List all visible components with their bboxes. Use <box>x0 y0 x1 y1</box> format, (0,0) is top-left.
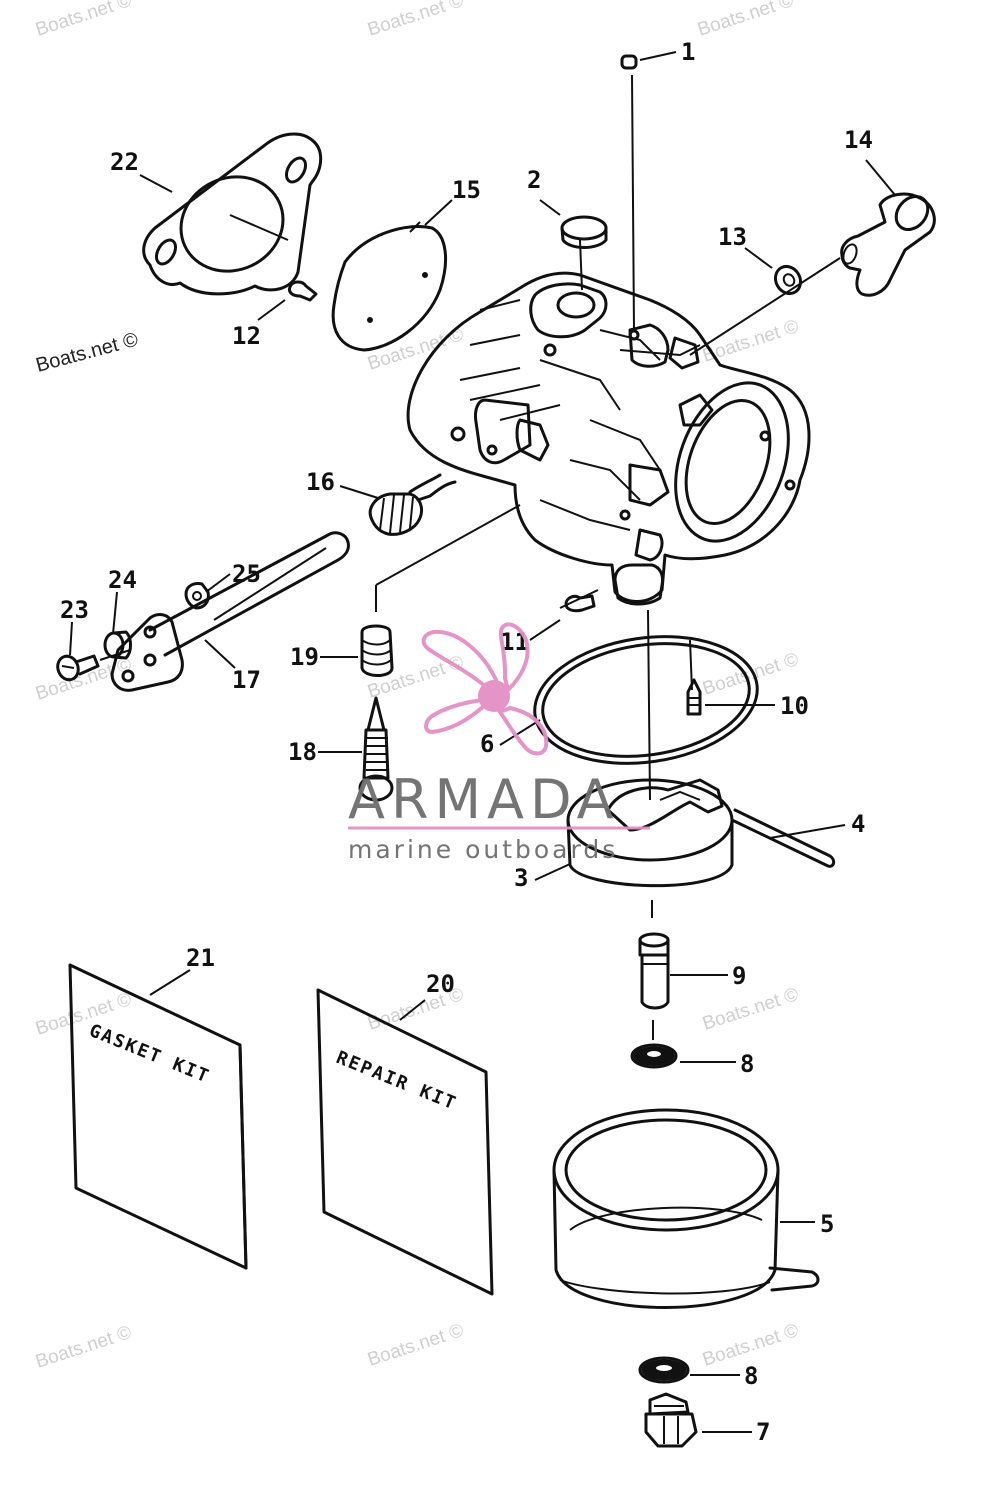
brand-name: ARMADA <box>348 768 620 831</box>
washer-8-lower <box>638 1356 690 1384</box>
callout-9: 9 <box>732 962 746 990</box>
callout-2: 2 <box>527 166 541 194</box>
callout-25: 25 <box>232 560 261 588</box>
callout-23: 23 <box>60 596 89 624</box>
assembly-line <box>213 547 327 621</box>
leader-lines <box>69 51 896 1433</box>
screw-23 <box>56 654 100 682</box>
watermark: Boats.net © <box>365 0 466 41</box>
nut-25 <box>184 582 210 610</box>
assembly-line <box>99 649 131 661</box>
callout-4: 4 <box>851 810 865 838</box>
float-bowl-5 <box>552 1108 820 1309</box>
callout-10: 10 <box>780 692 809 720</box>
callout-20: 20 <box>426 970 455 998</box>
needle-valve-10 <box>686 678 702 716</box>
callout-7: 7 <box>756 1418 770 1446</box>
fuel-fitting-14 <box>840 192 936 297</box>
watermark: Boats.net © <box>33 654 134 705</box>
float-pin-4 <box>730 808 836 868</box>
brand-logo: ARMADA marine outboards <box>348 622 650 864</box>
main-jet-9 <box>638 932 670 1010</box>
spring-16 <box>368 473 457 536</box>
callout-8-lower: 8 <box>744 1362 758 1390</box>
callout-16: 16 <box>306 468 335 496</box>
bowl-gasket-6 <box>533 635 759 765</box>
callout-19: 19 <box>290 643 319 671</box>
callout-5: 5 <box>820 1210 834 1238</box>
callout-21: 21 <box>186 944 215 972</box>
plug-1 <box>620 54 638 70</box>
repair-kit-label: REPAIR KIT <box>333 1047 460 1115</box>
assembly-line <box>689 257 841 356</box>
drain-plug-7 <box>644 1392 698 1448</box>
repair-kit-card: REPAIR KIT <box>316 988 494 1296</box>
callout-14: 14 <box>844 126 873 154</box>
callout-12: 12 <box>232 322 261 350</box>
washer-8 <box>630 1043 678 1069</box>
callout-22: 22 <box>110 148 139 176</box>
spring-19 <box>360 624 394 677</box>
assembly-line <box>647 609 651 801</box>
watermark: Boats.net © <box>33 0 134 41</box>
callout-17: 17 <box>232 666 261 694</box>
watermark: Boats.net © <box>700 984 801 1035</box>
brand-tagline: marine outboards <box>348 835 618 864</box>
callout-6: 6 <box>480 730 494 758</box>
washer-13 <box>773 264 803 296</box>
assembly-line <box>631 74 635 331</box>
screw-11 <box>564 594 596 613</box>
callout-1: 1 <box>681 38 695 66</box>
needle-18 <box>358 696 394 802</box>
callout-3: 3 <box>514 864 528 892</box>
watermark: Boats.net © <box>365 1320 466 1371</box>
gasket-kit-label: GASKET KIT <box>86 1020 213 1088</box>
watermark: Boats.net © <box>34 328 141 376</box>
throttle-shaft-17 <box>110 531 350 692</box>
watermark: Boats.net © <box>695 0 796 41</box>
propeller-icon <box>421 622 549 756</box>
screw-12 <box>288 280 318 302</box>
callout-15: 15 <box>452 176 481 204</box>
welch-plug-2 <box>560 215 608 249</box>
watermark: Boats.net © <box>365 652 466 703</box>
assembly-line <box>375 504 521 586</box>
assembly-lines <box>99 74 841 1040</box>
callout-24: 24 <box>108 566 137 594</box>
throttle-plate <box>331 221 447 352</box>
callout-13: 13 <box>718 223 747 251</box>
gasket-flange <box>142 132 323 296</box>
watermark: Boats.net © <box>33 1322 134 1373</box>
callout-8: 8 <box>740 1050 754 1078</box>
callout-18: 18 <box>288 738 317 766</box>
callout-numbers: 1 2 3 4 5 6 7 8 8 9 10 11 12 13 14 15 16… <box>60 38 873 1446</box>
carburetor-body <box>406 271 811 606</box>
